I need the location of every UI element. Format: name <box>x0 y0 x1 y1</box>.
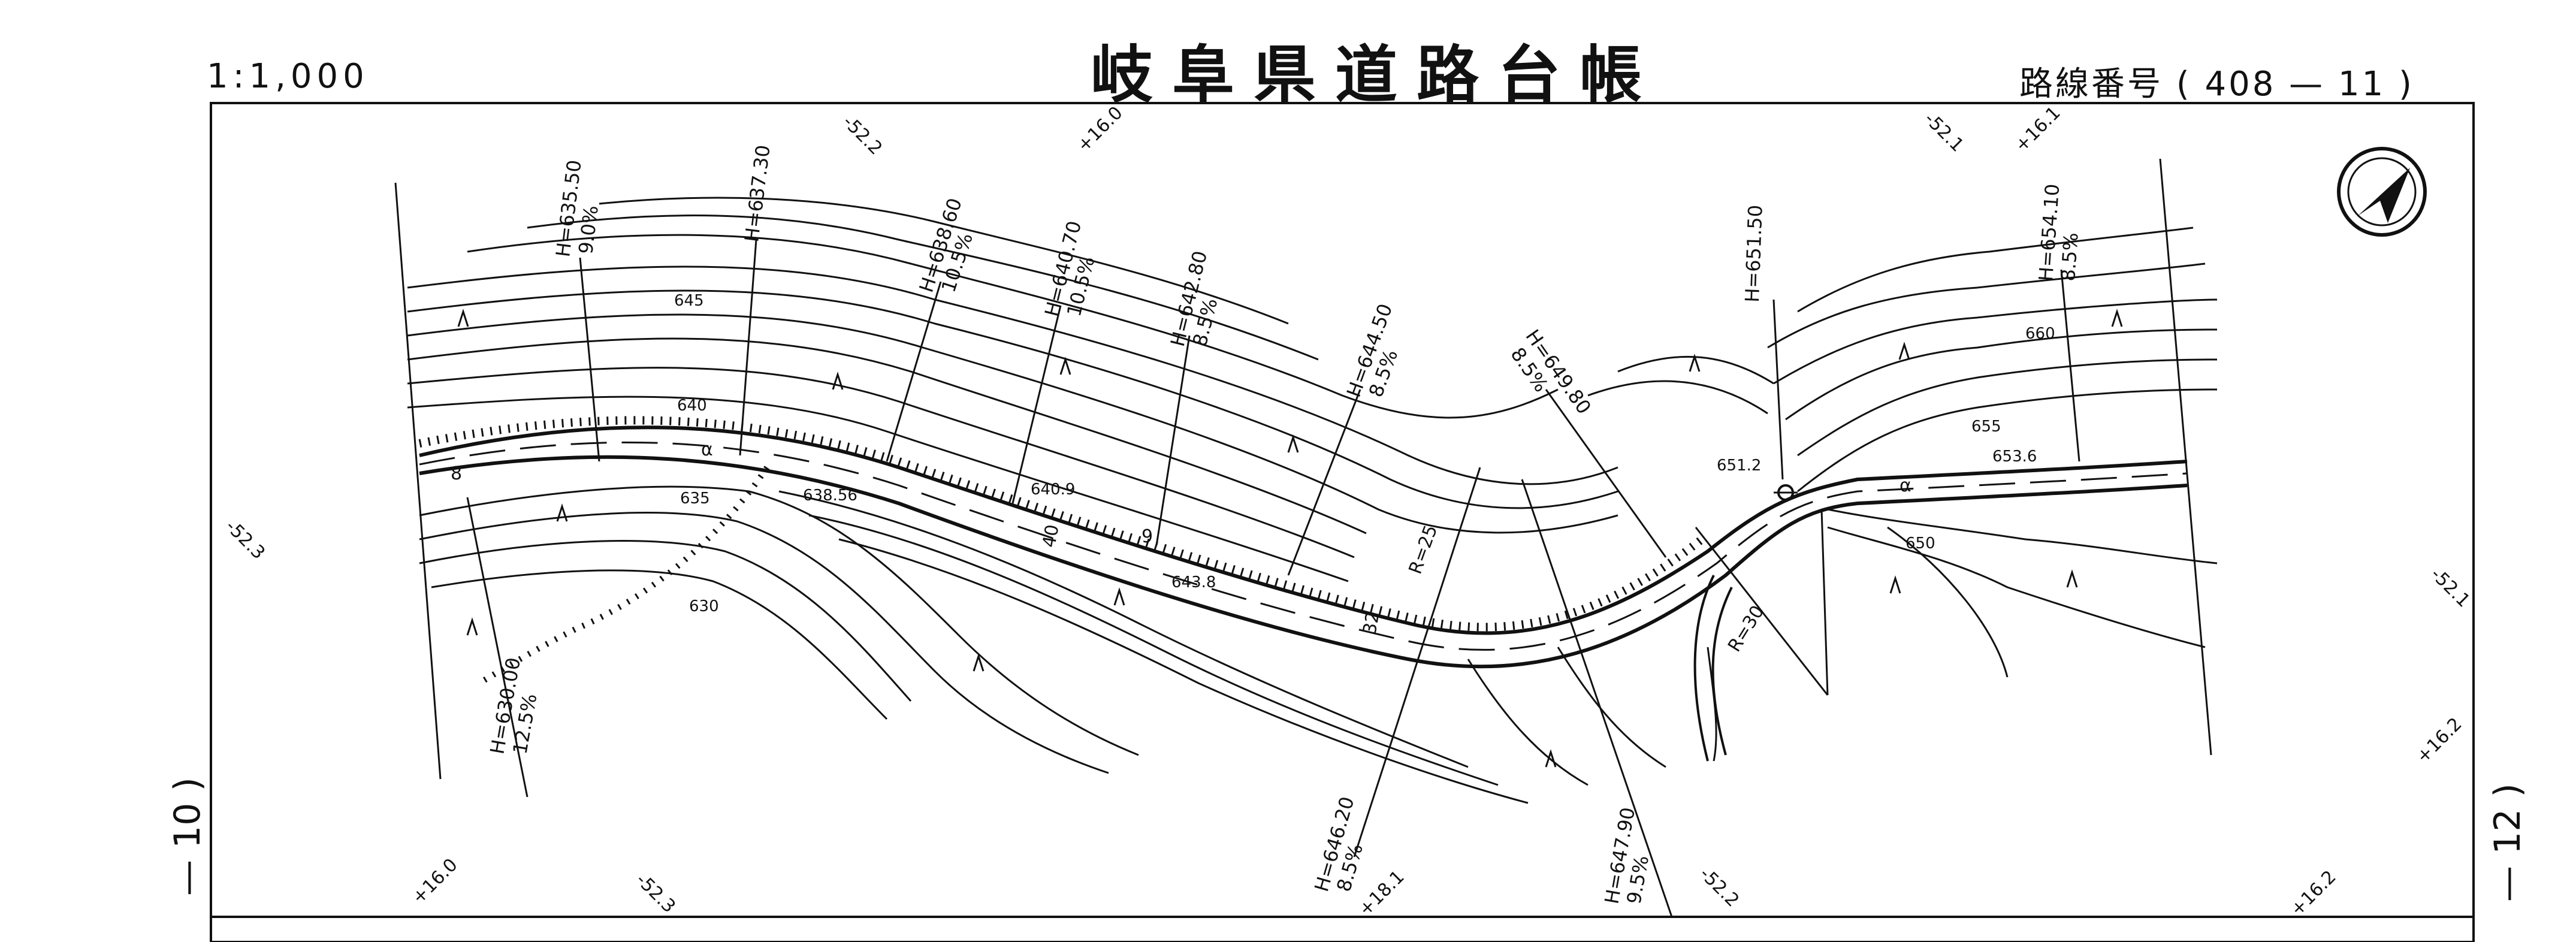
spot-height: 643.8 <box>1171 573 1216 591</box>
road <box>418 416 2188 669</box>
map-scale: 1:1,000 <box>207 57 369 96</box>
spot-height: 651.2 <box>1717 457 1761 475</box>
grid-label: +18.1 <box>1355 866 1409 920</box>
spot-height: 653.6 <box>1992 448 2037 466</box>
grid-label: +16.0 <box>408 855 462 908</box>
elevation-callout: H=651.50 <box>1741 204 1767 303</box>
grid-label: +16.2 <box>2287 866 2341 920</box>
spot-height: 640.9 <box>1031 481 1075 499</box>
junction-marker <box>1774 484 1798 501</box>
terrain-symbols <box>457 309 2123 768</box>
contour-label: 645 <box>674 292 704 310</box>
curve-radius: R=25 <box>1405 523 1442 577</box>
contour-label: 635 <box>680 490 710 508</box>
grid-label: -52.1 <box>1920 108 1968 156</box>
contour-label: 640 <box>677 397 707 415</box>
spur-road <box>1693 575 1715 762</box>
grid-label: +16.2 <box>2412 714 2466 768</box>
station-number: 32 <box>1359 610 1384 636</box>
station-number: 9 <box>1141 526 1153 547</box>
grid-label: -52.3 <box>221 516 269 564</box>
route-number: 路線番号 ( 408 — 11 ) <box>2019 57 2414 105</box>
callout-leaders <box>466 239 2080 917</box>
grid-label: +16.0 <box>1073 102 1127 156</box>
elevation-callouts: H=635.50 9.0% H=637.30 H=638.60 10.5% H=… <box>485 144 2082 906</box>
map-frame <box>210 102 2475 942</box>
survey-boundary-left <box>394 182 442 780</box>
map-title: 岐阜県道路台帳 <box>1091 38 1662 111</box>
grid-label: -52.3 <box>632 869 680 917</box>
contours-upper <box>407 197 2218 582</box>
contour-labels: 645 640 635 630 660 655 650 <box>674 292 2055 615</box>
contour-label: 650 <box>1905 535 1935 552</box>
road-marker: α <box>1899 475 1911 496</box>
contour-label: 655 <box>1971 418 2001 436</box>
contour-label: 660 <box>2025 325 2055 343</box>
road-marker: α <box>701 439 713 460</box>
curve-radius: R=30 <box>1724 602 1768 656</box>
elevation-callout: H=637.30 <box>740 144 775 243</box>
grid-label: +16.1 <box>2011 102 2065 156</box>
grid-label: -52.1 <box>2426 564 2474 612</box>
grid-label: -52.2 <box>1695 864 1743 911</box>
route-value: ( 408 — 11 ) <box>2176 65 2414 104</box>
station-number: 8 <box>451 463 462 484</box>
spot-height: 638.56 <box>803 487 857 505</box>
station-number: 40 <box>1038 523 1063 550</box>
route-label: 路線番号 <box>2019 65 2163 104</box>
contours-lower <box>419 485 2218 804</box>
north-arrow-icon <box>2337 147 2427 237</box>
spur-road-edge <box>1711 587 1733 756</box>
grid-label: -52.2 <box>838 111 886 159</box>
survey-boundary-right <box>2159 158 2212 756</box>
grade-callout: 8.5% <box>2056 232 2083 282</box>
spot-heights: 638.56 640.9 643.8 651.2 653.6 <box>803 448 2037 591</box>
contour-label: 630 <box>689 597 719 615</box>
